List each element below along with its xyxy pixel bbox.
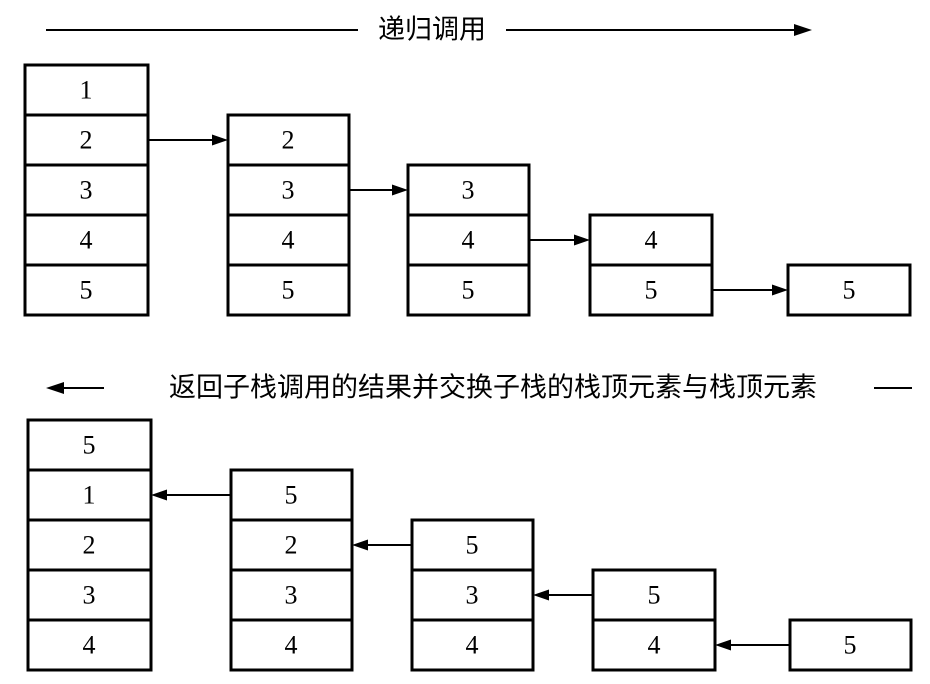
bottom-caption-group: 返回子栈调用的结果并交换子栈的栈顶元素与栈顶元素	[46, 373, 912, 404]
top-stack-4: 4 5	[588, 213, 714, 317]
top-stack-4-cell-2-label: 5	[645, 276, 658, 305]
bottom-caption: 返回子栈调用的结果并交换子栈的栈顶元素与栈顶元素	[169, 373, 817, 404]
top-stack-5: 5	[786, 263, 912, 317]
bottom-stack-4-cell-1-label: 5	[648, 581, 661, 610]
bottom-stack-1-cell-2	[26, 468, 153, 522]
top-stack-2-cell-2	[226, 163, 351, 217]
bottom-stack-1: 5 1 2 3 4	[26, 418, 153, 672]
bottom-arrow-2-head	[352, 539, 368, 551]
bottom-stack-3: 5 3 4	[410, 518, 535, 672]
bottom-stack-1-cell-5	[26, 618, 153, 672]
bottom-arrow-4-head	[715, 639, 731, 651]
bottom-stack-3-cell-1-label: 5	[466, 531, 479, 560]
bottom-stack-4-cell-1	[591, 568, 717, 622]
top-stack-2-cell-1	[226, 113, 351, 167]
bottom-stack-3-cell-3	[410, 618, 535, 672]
bottom-stacks: 5 1 2 3 4 5 2 3 4 5 3 4	[26, 418, 913, 672]
bottom-stack-1-cell-1	[26, 418, 153, 472]
top-stack-1-cell-1-label: 1	[80, 76, 93, 105]
top-caption-group: 递归调用	[46, 15, 812, 46]
bottom-stack-4-cell-2-label: 4	[648, 631, 661, 660]
bottom-stack-1-cell-3-label: 2	[83, 531, 96, 560]
top-stack-1-cell-1	[23, 63, 150, 117]
top-stack-2-cell-2-label: 3	[282, 176, 295, 205]
bottom-stack-2-cell-1	[229, 468, 354, 522]
bottom-arrow-1-head	[151, 489, 167, 501]
top-stack-3-cell-3	[406, 263, 531, 317]
top-stack-1-cell-3	[23, 163, 150, 217]
bottom-stack-5: 5	[788, 618, 913, 672]
top-arrow-1-head	[212, 134, 228, 146]
top-stack-3-cell-1-label: 3	[462, 176, 475, 205]
top-stack-1-cell-5	[23, 263, 150, 317]
top-stack-1-cell-4	[23, 213, 150, 267]
top-stack-2-cell-4-label: 5	[282, 276, 295, 305]
top-stack-3-cell-2	[406, 213, 531, 267]
top-caption: 递归调用	[378, 15, 486, 46]
bottom-stack-5-cell-1	[788, 618, 913, 672]
top-arrow-4-head	[772, 284, 788, 296]
bottom-stack-2-cell-4-label: 4	[285, 631, 298, 660]
bottom-stack-1-cell-3	[26, 518, 153, 572]
top-caption-arrowhead	[794, 24, 812, 36]
bottom-stack-1-cell-4-label: 3	[83, 581, 96, 610]
bottom-stack-2-cell-1-label: 5	[285, 481, 298, 510]
bottom-stack-1-cell-2-label: 1	[83, 481, 96, 510]
bottom-arrow-3-head	[533, 589, 549, 601]
top-stack-4-cell-2	[588, 263, 714, 317]
bottom-stack-3-cell-3-label: 4	[466, 631, 479, 660]
top-stack-2-cell-4	[226, 263, 351, 317]
bottom-arrows	[151, 489, 789, 651]
top-stack-3-cell-1	[406, 163, 531, 217]
top-stack-1-cell-3-label: 3	[80, 176, 93, 205]
bottom-stack-2-cell-3-label: 3	[285, 581, 298, 610]
top-stack-3: 3 4 5	[406, 163, 531, 317]
top-arrow-3-head	[574, 234, 590, 246]
top-arrow-2-head	[392, 184, 408, 196]
bottom-stack-1-cell-4	[26, 568, 153, 622]
top-stack-2-cell-3-label: 4	[282, 226, 295, 255]
bottom-stack-2-cell-2-label: 2	[285, 531, 298, 560]
bottom-caption-arrowhead	[46, 382, 64, 394]
top-stack-3-cell-3-label: 5	[462, 276, 475, 305]
top-stacks: 1 2 3 4 5 2 3 4 5 3 4 5	[23, 63, 912, 317]
bottom-stack-2-cell-4	[229, 618, 354, 672]
top-stack-4-cell-1-label: 4	[645, 226, 658, 255]
bottom-stack-3-cell-2-label: 3	[466, 581, 479, 610]
top-stack-3-cell-2-label: 4	[462, 226, 475, 255]
bottom-stack-3-cell-2	[410, 568, 535, 622]
top-arrows	[149, 134, 788, 296]
top-stack-5-cell-1-label: 5	[843, 276, 856, 305]
top-stack-2-cell-3	[226, 213, 351, 267]
top-stack-1-cell-5-label: 5	[80, 276, 93, 305]
bottom-stack-1-cell-1-label: 5	[83, 431, 96, 460]
bottom-stack-5-cell-1-label: 5	[844, 631, 857, 660]
top-stack-1: 1 2 3 4 5	[23, 63, 150, 317]
bottom-stack-4: 5 4	[591, 568, 717, 672]
bottom-stack-1-cell-5-label: 4	[83, 631, 96, 660]
top-stack-1-cell-2-label: 2	[80, 126, 93, 155]
top-stack-2: 2 3 4 5	[226, 113, 351, 317]
top-stack-2-cell-1-label: 2	[282, 126, 295, 155]
bottom-stack-2: 5 2 3 4	[229, 468, 354, 672]
top-stack-1-cell-4-label: 4	[80, 226, 93, 255]
